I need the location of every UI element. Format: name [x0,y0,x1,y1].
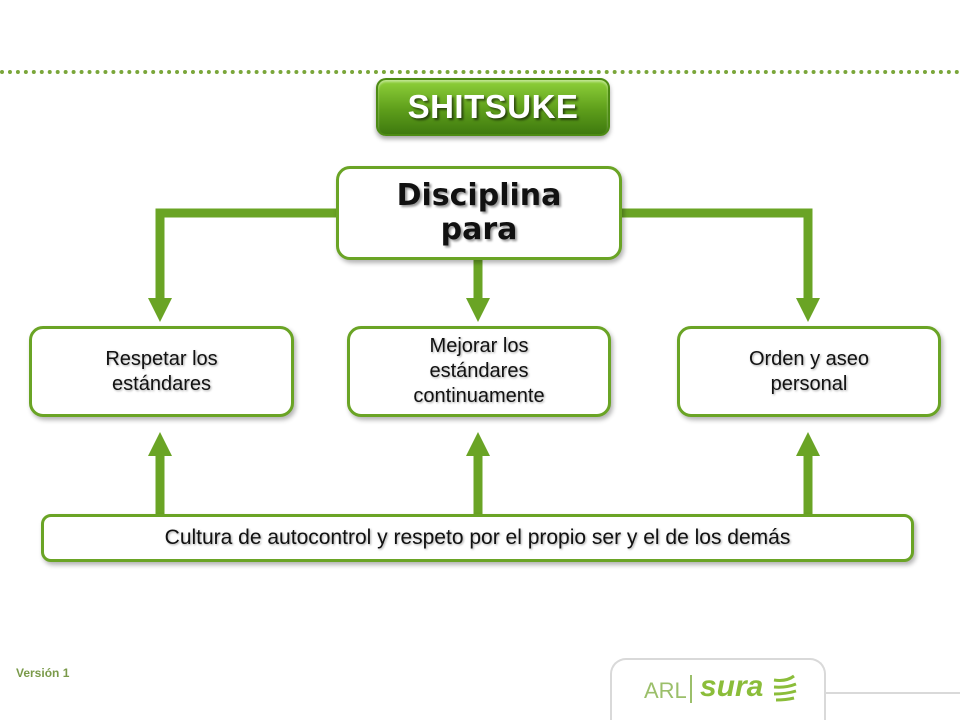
sura-wing-icon [773,674,797,702]
brand-sura: sura [700,670,764,703]
connector-right [622,208,813,300]
center-node: Disciplina para [336,166,622,260]
up-arrowhead-middle [466,432,490,456]
node-mejorar-line-2: estándares [429,360,529,382]
center-line-1: Disciplina [396,177,562,213]
node-mejorar-line-3: continuamente [413,385,545,407]
title-badge: SHITSUKE [376,78,610,136]
arrowhead-left [148,298,172,322]
version-label: Versión 1 [16,666,70,680]
foundation-text: Cultura de autocontrol y respeto por el … [164,525,791,549]
center-line-2: para [440,212,518,247]
node-orden-line-1: Orden y aseo [748,347,870,370]
connector-left [155,208,336,300]
up-arrowhead-left [148,432,172,456]
brand-separator [690,675,692,703]
top-dotted-divider [0,70,960,74]
node-respetar-line-2: estándares [112,372,211,395]
brand-arl: ARL [644,678,687,703]
node-orden-line-2: personal [770,372,848,395]
node-mejorar: Mejorar los estándares continuamente [347,326,611,417]
title-text: SHITSUKE [407,88,579,125]
foundation-node: Cultura de autocontrol y respeto por el … [41,514,914,562]
arrowhead-right [796,298,820,322]
node-orden: Orden y aseo personal [677,326,941,417]
node-mejorar-line-1: Mejorar los [429,335,529,357]
brand-tab: ARL sura [610,658,826,720]
node-respetar: Respetar los estándares [29,326,294,417]
arrowhead-middle [466,298,490,322]
up-arrowhead-right [796,432,820,456]
footer-baseline [826,692,960,694]
node-respetar-line-1: Respetar los [105,347,218,370]
